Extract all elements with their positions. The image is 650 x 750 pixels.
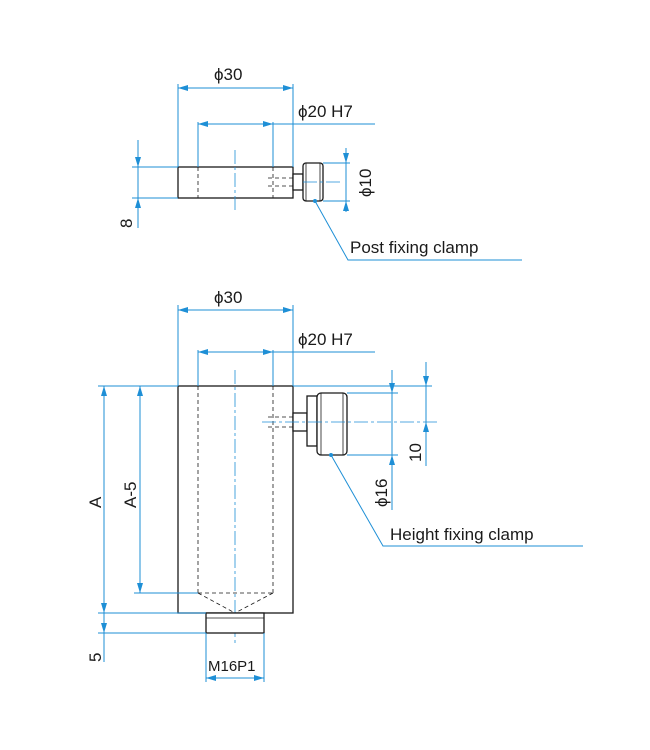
top-outer-dia-label: ϕ30 — [214, 65, 242, 84]
top-screw-dia-label: ϕ10 — [356, 169, 375, 197]
screw-shaft-top — [292, 173, 304, 191]
height-clamp-leader — [330, 454, 583, 547]
side-outer-dia-label: ϕ30 — [214, 288, 242, 307]
post-body-top — [177, 166, 294, 199]
post-fixing-clamp-label: Post fixing clamp — [350, 238, 479, 257]
top-thickness-label: 8 — [117, 219, 136, 228]
side-view: ϕ30 ϕ20 H7 A A-5 5 M16P1 — [86, 288, 583, 682]
height-A-label: A — [86, 496, 105, 508]
top-inner-dia-label: ϕ20 H7 — [298, 102, 353, 121]
screw-offset-label: 10 — [406, 443, 425, 462]
thread-spec-label: M16P1 — [208, 658, 256, 675]
knob-dia-label: ϕ16 — [372, 479, 391, 507]
post-clamp-leader — [314, 200, 522, 261]
thread-height-label: 5 — [86, 653, 105, 662]
side-inner-dia-label: ϕ20 H7 — [298, 330, 353, 349]
thread-stub — [205, 612, 265, 634]
bore-depth-label: A-5 — [121, 482, 140, 508]
post-body-side — [177, 385, 294, 614]
top-view: ϕ30 ϕ20 H7 8 ϕ10 Post fixing clamp — [117, 65, 522, 261]
height-fixing-knob — [316, 392, 348, 456]
height-fixing-clamp-label: Height fixing clamp — [390, 525, 534, 544]
